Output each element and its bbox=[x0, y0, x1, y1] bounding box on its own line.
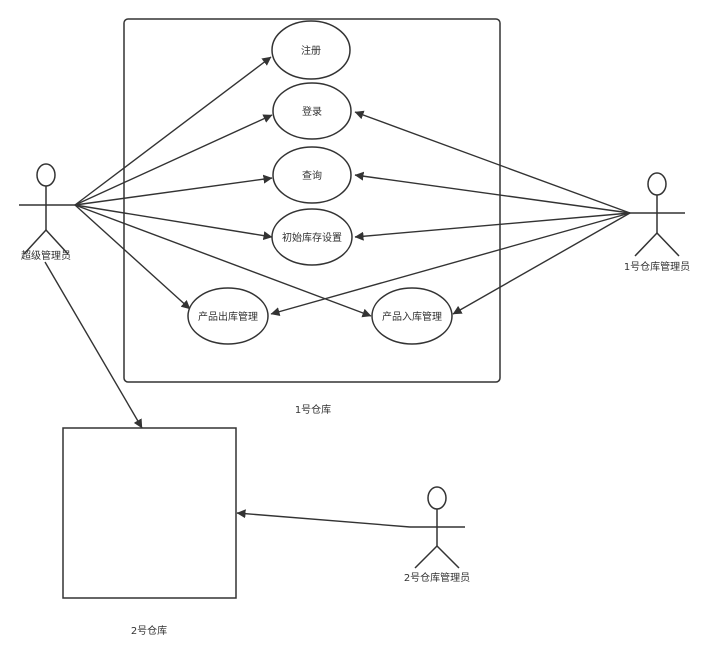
edge-wh1-admin-inbound bbox=[452, 212, 631, 315]
stick-figure-icon bbox=[410, 486, 465, 569]
use-case-inbound-label: 产品入库管理 bbox=[382, 310, 442, 323]
warehouse1-label: 1号仓库 bbox=[295, 403, 331, 416]
stick-figure-icon bbox=[19, 163, 75, 255]
edge-wh1-admin-query bbox=[354, 171, 631, 214]
use-case-outbound-label: 产品出库管理 bbox=[198, 310, 258, 323]
edge-super-admin-warehouse2 bbox=[44, 261, 143, 429]
use-case-register-label: 注册 bbox=[301, 44, 321, 57]
stick-figure-icon bbox=[630, 172, 685, 257]
edge-super-admin-inbound bbox=[74, 204, 372, 318]
edge-super-admin-login bbox=[74, 114, 273, 206]
warehouse2-box: 2号仓库 bbox=[62, 427, 237, 637]
use-case-login[interactable]: 登录 bbox=[272, 82, 352, 140]
edge-wh1-admin-init-stock bbox=[354, 212, 631, 241]
edge-wh2-admin-warehouse2 bbox=[236, 509, 411, 528]
actor-wh1-admin-label: 1号仓库管理员 bbox=[624, 260, 690, 273]
use-case-register[interactable]: 注册 bbox=[271, 20, 351, 80]
use-case-outbound[interactable]: 产品出库管理 bbox=[187, 287, 269, 345]
actor-wh2-admin[interactable]: 2号仓库管理员 bbox=[404, 486, 470, 584]
warehouse2-label: 2号仓库 bbox=[131, 624, 167, 637]
actor-wh2-admin-label: 2号仓库管理员 bbox=[404, 571, 470, 584]
use-case-query-label: 查询 bbox=[302, 169, 322, 182]
actor-super-admin-label: 超级管理员 bbox=[21, 249, 71, 262]
edge-super-admin-query bbox=[74, 174, 273, 206]
association-edges bbox=[44, 56, 631, 528]
use-case-inbound[interactable]: 产品入库管理 bbox=[371, 287, 453, 345]
edge-wh1-admin-outbound bbox=[270, 212, 631, 317]
use-case-login-label: 登录 bbox=[302, 105, 322, 118]
edge-super-admin-outbound bbox=[74, 204, 191, 310]
use-case-init-stock-label: 初始库存设置 bbox=[282, 231, 342, 244]
actor-wh1-admin[interactable]: 1号仓库管理员 bbox=[624, 172, 690, 273]
edge-wh1-admin-login bbox=[354, 110, 631, 214]
actor-super-admin[interactable]: 超级管理员 bbox=[19, 163, 75, 262]
use-case-query[interactable]: 查询 bbox=[272, 146, 352, 204]
use-case-init-stock[interactable]: 初始库存设置 bbox=[271, 208, 353, 266]
edge-super-admin-register bbox=[74, 56, 272, 206]
edge-super-admin-init-stock bbox=[74, 204, 273, 241]
